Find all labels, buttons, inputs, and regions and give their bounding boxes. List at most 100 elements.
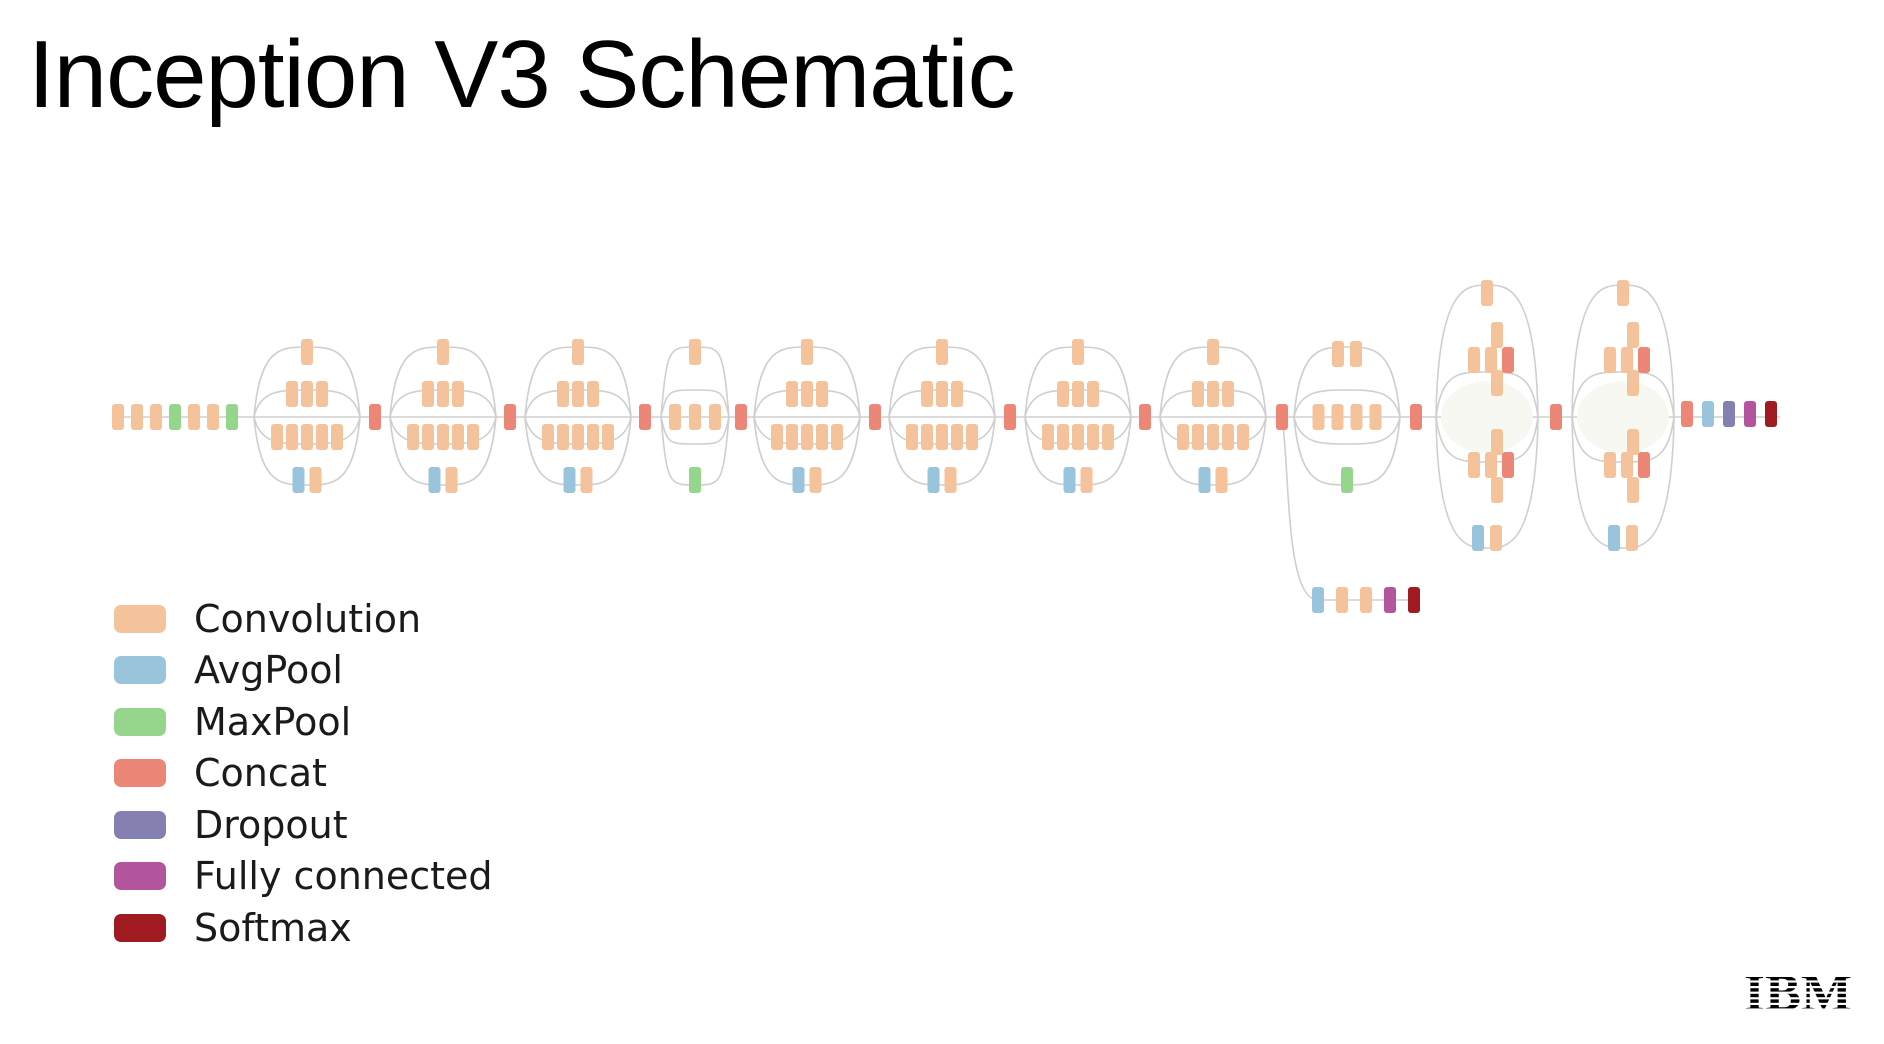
convolution-layer [1222,424,1234,450]
avgpool-layer [1198,467,1211,493]
maxpool-layer [169,404,181,430]
legend-swatch [114,913,166,942]
convolution-layer [1087,381,1099,407]
concat-layer [504,404,516,430]
convolution-layer [301,424,313,450]
convolution-layer [1468,452,1480,478]
concat-layer [369,404,381,430]
legend-swatch [114,604,166,633]
avgpool-layer [292,467,305,493]
convolution-layer [580,467,593,493]
legend-swatch [114,862,166,891]
convolution-layer [422,381,434,407]
branch-line [660,416,730,445]
convolution-layer [1485,347,1497,373]
ibm-logo-text: IBM [1744,966,1852,1014]
avgpool-layer [563,467,576,493]
convolution-layer [1072,381,1084,407]
branch-line [1435,416,1539,549]
convolution-layer [452,424,464,450]
logo-stripe [1742,974,1854,977]
logo-stripe [1742,1008,1854,1011]
convolution-layer [816,424,828,450]
convolution-layer [1332,341,1344,367]
convolution-layer [1627,370,1639,396]
avgpool-layer [1063,467,1076,493]
convolution-layer [271,424,283,450]
avgpool-layer [1608,525,1620,551]
legend-label: Dropout [194,802,348,847]
convolution-layer [437,424,449,450]
legend-label: Convolution [194,596,422,641]
convolution-layer [809,467,822,493]
convolution-layer [437,381,449,407]
aux-branch-line [1281,416,1414,601]
branch-line [660,389,730,418]
concat-layer [735,404,747,430]
concat-layer [1550,404,1562,430]
convolution-layer [1627,322,1639,348]
convolution-layer [936,339,948,365]
convolution-layer [602,424,614,450]
convolution-layer [422,424,434,450]
convolution-layer [150,404,162,430]
convolution-layer [1490,525,1502,551]
ibm-logo: IBM [1742,966,1854,1014]
avgpool-layer [1702,401,1714,427]
convolution-layer [906,424,918,450]
convolution-layer [1350,404,1363,430]
convolution-layer [1485,452,1497,478]
convolution-layer [557,424,569,450]
convolution-layer [966,424,978,450]
convolution-layer [1617,280,1629,306]
avgpool-layer [792,467,805,493]
convolution-layer [1604,452,1616,478]
legend-swatch [114,707,166,736]
logo-stripe [1742,986,1854,989]
convolution-layer [786,424,798,450]
convolution-layer [1369,404,1382,430]
convolution-layer [572,381,584,407]
logo-stripe [1742,969,1854,972]
convolution-layer [445,467,458,493]
convolution-layer [831,424,843,450]
convolution-layer [331,424,343,450]
convolution-layer [801,381,813,407]
convolution-layer [1215,467,1228,493]
convolution-layer [301,339,313,365]
convolution-layer [951,381,963,407]
branch-line [1159,416,1267,486]
convolution-layer [1207,424,1219,450]
convolution-layer [1360,587,1372,613]
convolution-layer [921,381,933,407]
legend-item-avgpool: AvgPool [114,645,493,697]
concat-layer [1502,347,1514,373]
inception-v3-diagram [112,280,1780,613]
convolution-layer [1087,424,1099,450]
maxpool-layer [226,404,238,430]
convolution-layer [286,381,298,407]
convolution-layer [207,404,219,430]
convolution-layer [309,467,322,493]
convolution-layer [1350,341,1362,367]
concat-layer [1502,452,1514,478]
legend-label: Concat [194,751,327,796]
convolution-layer [801,424,813,450]
legend-label: Fully connected [194,854,493,899]
convolution-layer [407,424,419,450]
branch-line [753,416,861,486]
convolution-layer [1192,381,1204,407]
branch-line [888,416,996,486]
legend-label: Softmax [194,905,352,950]
concat-layer [1004,404,1016,430]
legend-item-maxpool: MaxPool [114,696,493,748]
convolution-layer [131,404,143,430]
logo-stripe [1742,980,1854,983]
convolution-layer [944,467,957,493]
convolution-layer [1627,429,1639,455]
legend-swatch [114,759,166,788]
convolution-layer [921,424,933,450]
convolution-layer [1192,424,1204,450]
maxpool-layer [1341,467,1353,493]
fully-connected-layer [1744,401,1756,427]
